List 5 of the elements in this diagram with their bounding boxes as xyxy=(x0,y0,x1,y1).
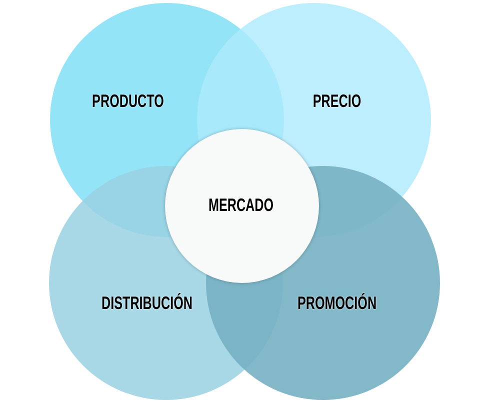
circle-label: PROMOCIÓN xyxy=(297,294,377,312)
circle-label: MERCADO xyxy=(208,196,274,214)
circle-label: PRECIO xyxy=(312,92,362,110)
circle-label: DISTRIBUCIÓN xyxy=(102,294,192,312)
circle-label: PRODUCTO xyxy=(92,92,164,110)
